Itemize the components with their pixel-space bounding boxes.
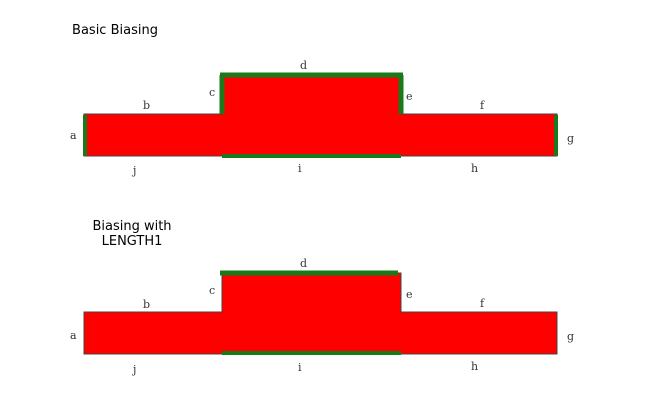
diagram-2-label-g: g [567, 330, 574, 343]
diagram-1-shape [83, 74, 558, 157]
diagram-1-label-a: a [70, 129, 77, 142]
diagram-1-label-b: b [143, 99, 150, 112]
diagram-1-label-h: h [471, 162, 478, 175]
diagram-1-label-c: c [209, 86, 215, 99]
diagram-2-label-e: e [406, 288, 413, 301]
diagram-1-title-line-1: Basic Biasing [72, 23, 158, 38]
diagram-1-label-d: d [300, 59, 307, 72]
diagram-2-label-i: i [298, 361, 302, 374]
diagram-1-label-g: g [567, 132, 574, 145]
diagram-2-shape [83, 272, 558, 355]
diagram-2-title: Biasing with LENGTH1 [62, 219, 202, 249]
diagram-2-label-b: b [143, 298, 150, 311]
diagram-2-title-line-1: Biasing with [92, 219, 172, 234]
diagram-2-label-c: c [209, 284, 215, 297]
diagram-1-label-j: j [131, 164, 136, 177]
diagram-2-label-f: f [480, 297, 485, 310]
diagram-2: a b c d e f g h i j [70, 257, 574, 376]
diagram-2-label-a: a [70, 329, 77, 342]
diagram-2-label-h: h [471, 360, 478, 373]
diagram-2-label-j: j [131, 363, 136, 376]
diagram-1-label-e: e [406, 90, 413, 103]
diagram-2-title-line-2: LENGTH1 [101, 234, 163, 249]
diagram-1: a b c d e f g h i j [70, 59, 574, 177]
diagram-1-label-f: f [480, 99, 485, 112]
diagram-1-label-i: i [298, 162, 302, 175]
diagram-1-title: Basic Biasing [45, 23, 185, 38]
diagram-2-label-d: d [300, 257, 307, 270]
